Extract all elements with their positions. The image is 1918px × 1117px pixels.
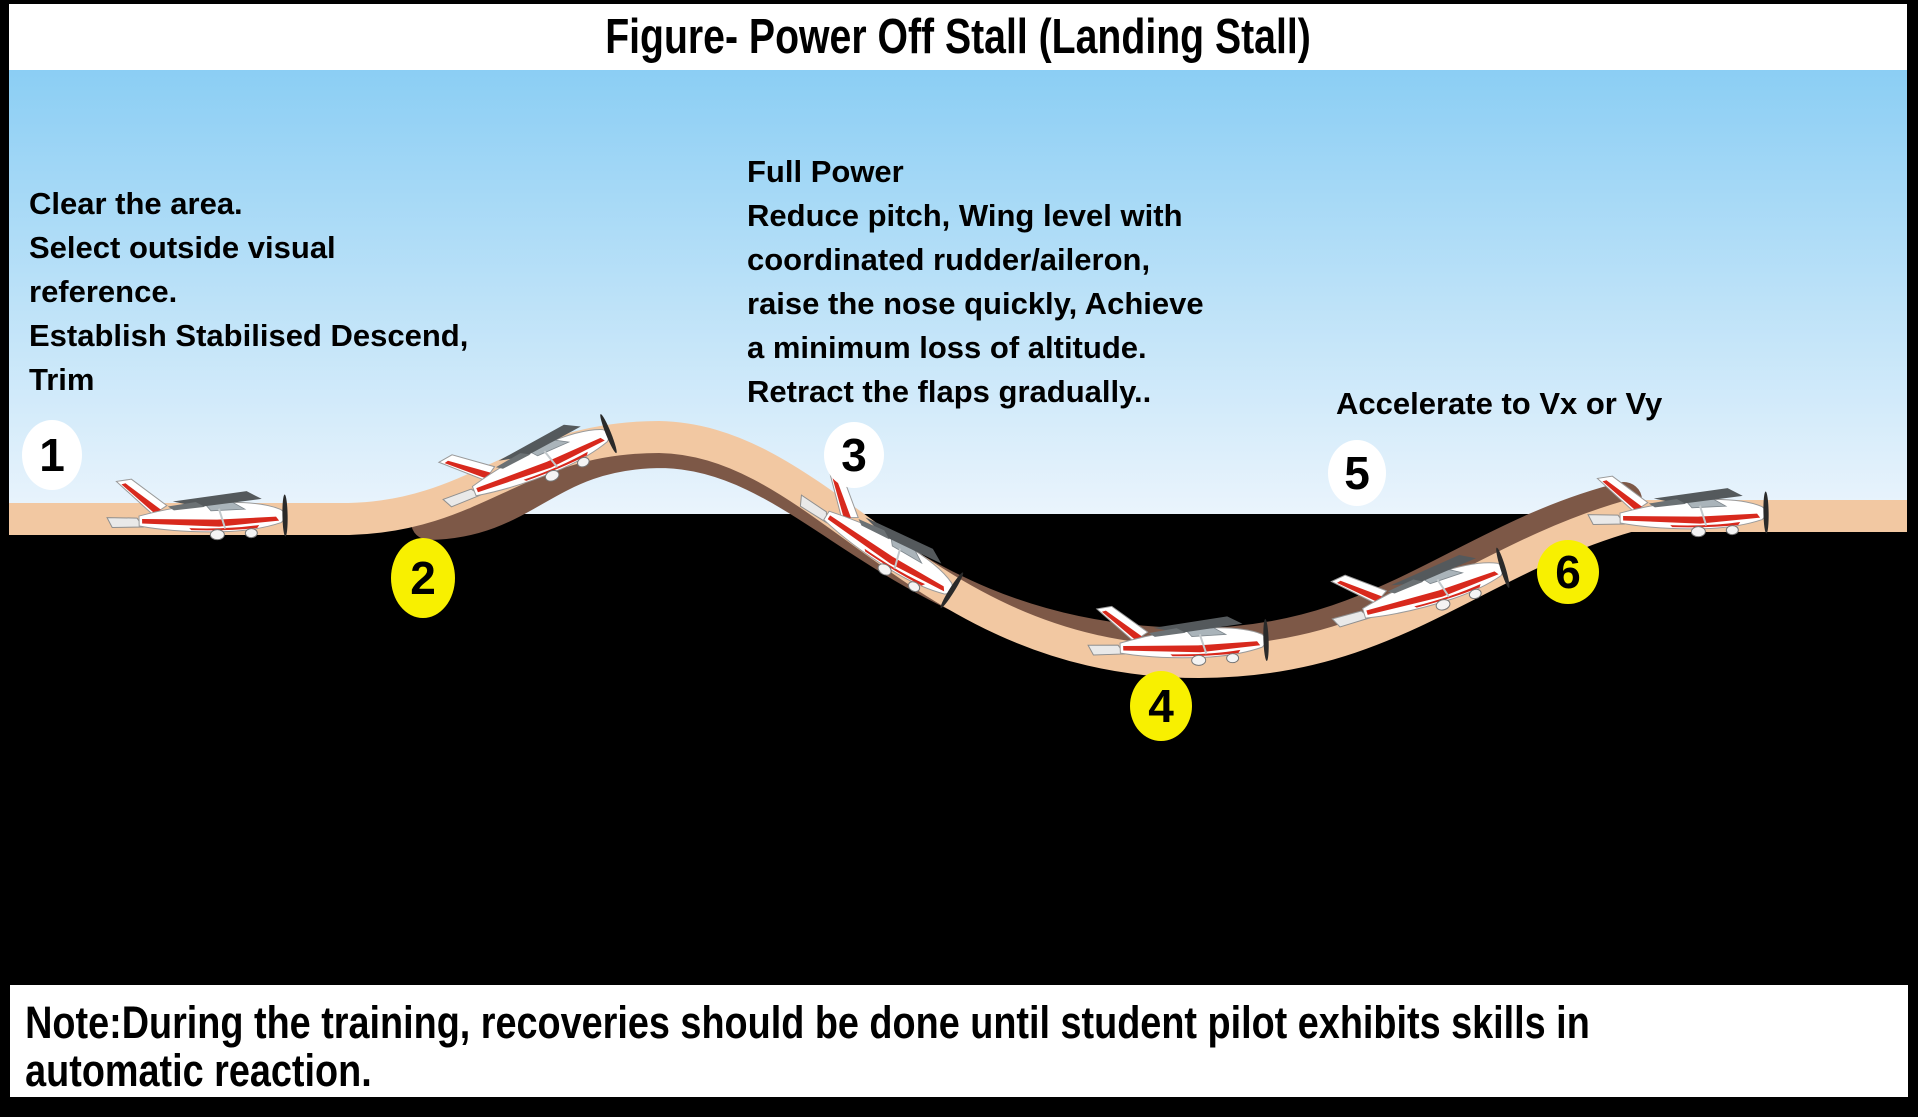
- step-marker-2-label: 2: [410, 552, 436, 604]
- step-marker-5: 5: [1328, 440, 1386, 506]
- step-marker-4-label: 4: [1148, 680, 1174, 732]
- flight-path-svg: [9, 395, 1907, 679]
- step-marker-4: 4: [1130, 671, 1192, 741]
- step-marker-3-label: 3: [841, 429, 867, 481]
- maneuver-scene: Clear the area. Select outside visual re…: [9, 70, 1907, 985]
- annotation-step-1: Clear the area. Select outside visual re…: [29, 186, 469, 397]
- flight-path-ribbon: [9, 420, 1907, 679]
- annotation-step-5: Accelerate to Vx or Vy: [1336, 386, 1663, 421]
- annotation-step-3: Full Power Reduce pitch, Wing level with…: [747, 154, 1204, 409]
- step-marker-2: 2: [391, 538, 455, 618]
- figure-title: Figure- Power Off Stall (Landing Stall): [605, 10, 1311, 64]
- step-marker-5-label: 5: [1344, 447, 1370, 499]
- title-band: Figure- Power Off Stall (Landing Stall): [9, 4, 1907, 70]
- note-text: Note:During the training, recoveries sho…: [25, 997, 1590, 1096]
- step-marker-6-label: 6: [1555, 546, 1581, 598]
- step-marker-6: 6: [1537, 540, 1599, 604]
- note-band: Note:During the training, recoveries sho…: [10, 985, 1908, 1097]
- step-marker-3: 3: [824, 422, 884, 488]
- step-marker-1-label: 1: [39, 429, 65, 481]
- step-marker-1: 1: [22, 420, 82, 490]
